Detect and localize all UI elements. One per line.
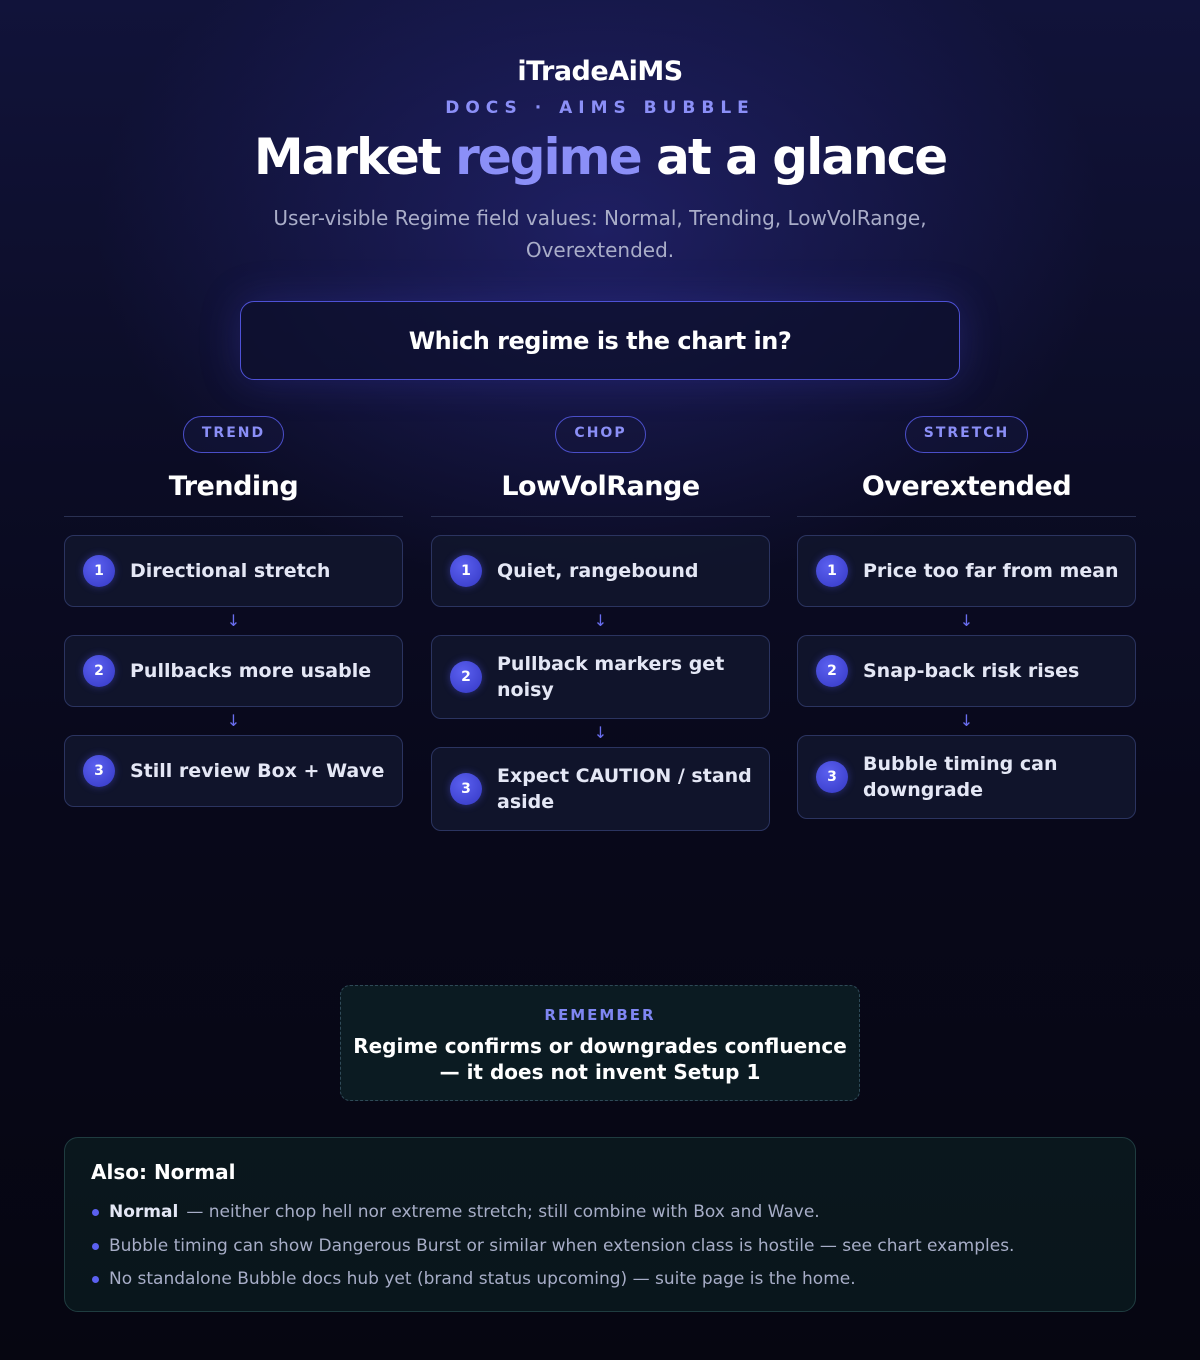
also-normal-panel: Also: Normal Normal — neither chop hell n… — [64, 1137, 1136, 1312]
flow-step: 3 Expect CAUTION / stand aside — [431, 747, 770, 831]
page-subtitle: User-visible Regime field values: Normal… — [273, 206, 927, 262]
step-number-badge: 3 — [83, 755, 115, 787]
arrow-down-icon: ↓ — [593, 723, 608, 742]
remember-callout: REMEMBER Regime confirms or downgrades c… — [340, 985, 860, 1101]
regime-tag-pill: TREND — [182, 416, 285, 453]
flow-step: 2 Snap-back risk rises — [797, 635, 1136, 707]
remember-message: Regime confirms or downgrades confluence… — [353, 1034, 847, 1084]
arrow-down-icon: ↓ — [959, 611, 974, 630]
step-text: Snap-back risk rises — [863, 660, 1080, 682]
breadcrumb-kicker: DOCS · AIMS BUBBLE — [445, 98, 755, 118]
step-text: Directional stretch — [130, 560, 331, 582]
arrow-down-icon: ↓ — [226, 711, 241, 730]
step-text: Price too far from mean — [863, 560, 1119, 582]
flow-step: 2 Pullbacks more usable — [64, 635, 403, 707]
list-item: No standalone Bubble docs hub yet (brand… — [91, 1263, 1109, 1297]
column-divider — [64, 516, 403, 517]
list-item-text: — neither chop hell nor extreme stretch;… — [186, 1202, 820, 1222]
step-number-badge: 3 — [450, 773, 482, 805]
step-text: Expect CAUTION / stand aside — [497, 765, 752, 813]
list-item-strong: Normal — [109, 1202, 179, 1222]
regime-tag-pill: CHOP — [555, 416, 646, 453]
step-number-badge: 2 — [83, 655, 115, 687]
flow-step: 2 Pullback markers get noisy — [431, 635, 770, 719]
step-text: Pullback markers get noisy — [497, 653, 725, 701]
regime-title: Trending — [168, 471, 299, 502]
title-part-2: at a glance — [656, 128, 948, 186]
regime-column-stretch: STRETCH Overextended 1 Price too far fro… — [797, 416, 1136, 819]
flow-step: 3 Bubble timing can downgrade — [797, 735, 1136, 819]
regime-column-trend: TREND Trending 1 Directional stretch ↓ 2… — [64, 416, 403, 807]
brand-logo: iTradeAiMS — [0, 56, 1200, 87]
step-number-badge: 1 — [816, 555, 848, 587]
regime-title: Overextended — [861, 471, 1072, 502]
step-number-badge: 2 — [816, 655, 848, 687]
title-accent: regime — [455, 128, 643, 186]
list-item-text: Bubble timing can show Dangerous Burst o… — [109, 1235, 1015, 1256]
step-number-badge: 1 — [450, 555, 482, 587]
page-title: Market regime at a glance — [0, 128, 1200, 186]
also-list: Normal — neither chop hell nor extreme st… — [91, 1196, 1109, 1297]
also-title: Also: Normal — [91, 1160, 236, 1184]
step-text: Still review Box + Wave — [130, 760, 385, 782]
list-item: Normal — neither chop hell nor extreme st… — [91, 1196, 1109, 1230]
step-number-badge: 1 — [83, 555, 115, 587]
column-divider — [797, 516, 1136, 517]
regime-column-chop: CHOP LowVolRange 1 Quiet, rangebound ↓ 2… — [431, 416, 770, 831]
flow-step: 1 Price too far from mean — [797, 535, 1136, 607]
step-text: Quiet, rangebound — [497, 560, 699, 582]
arrow-down-icon: ↓ — [959, 711, 974, 730]
regime-title: LowVolRange — [501, 471, 700, 502]
step-text: Pullbacks more usable — [130, 660, 372, 682]
flow-step: 1 Quiet, rangebound — [431, 535, 770, 607]
flow-step: 1 Directional stretch — [64, 535, 403, 607]
step-text: Bubble timing can downgrade — [863, 753, 1058, 801]
title-part-1: Market — [253, 128, 442, 186]
brand-logo-text: iTradeAiMS — [517, 56, 683, 87]
arrow-down-icon: ↓ — [226, 611, 241, 630]
list-item: Bubble timing can show Dangerous Burst o… — [91, 1230, 1109, 1264]
column-divider — [431, 516, 770, 517]
regime-tag-pill: STRETCH — [904, 416, 1029, 453]
question-box: Which regime is the chart in? — [240, 301, 960, 380]
remember-label: REMEMBER — [544, 1006, 656, 1024]
arrow-down-icon: ↓ — [593, 611, 608, 630]
question-text: Which regime is the chart in? — [408, 326, 792, 355]
list-item-text: No standalone Bubble docs hub yet (brand… — [109, 1269, 856, 1289]
flow-step: 3 Still review Box + Wave — [64, 735, 403, 807]
step-number-badge: 2 — [450, 661, 482, 693]
step-number-badge: 3 — [816, 761, 848, 793]
